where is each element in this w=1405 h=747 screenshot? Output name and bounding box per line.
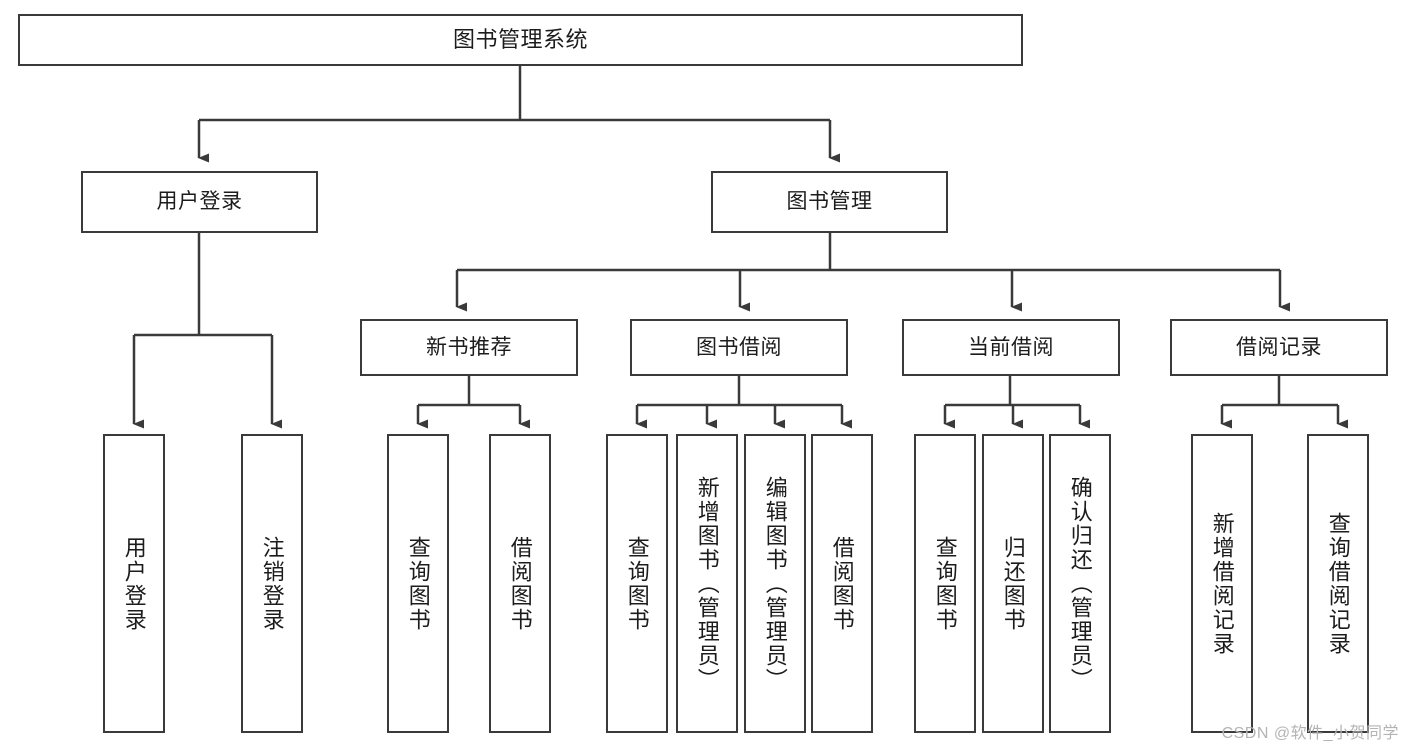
leaf-add-borrow-record[interactable]: 新增借阅记录 [1191, 434, 1253, 733]
leaf-query-book-current[interactable]: 查询图书 [914, 434, 976, 733]
node-label: 借阅图书 [507, 535, 533, 632]
node-label: 查询图书 [932, 535, 958, 632]
node-label: 归还图书 [1000, 535, 1026, 632]
node-label: 用户登录 [156, 190, 243, 214]
node-label: 图书借阅 [696, 335, 782, 359]
node-book-management[interactable]: 图书管理 [711, 171, 948, 233]
node-book-borrow[interactable]: 图书借阅 [630, 319, 848, 376]
node-label: 图书管理系统 [452, 26, 588, 52]
node-label: 编辑图书（管理员） [762, 475, 788, 692]
node-borrow-record[interactable]: 借阅记录 [1170, 319, 1388, 376]
node-label: 图书管理 [786, 190, 873, 214]
node-label: 借阅图书 [829, 535, 855, 632]
node-label: 新增借阅记录 [1209, 511, 1235, 656]
node-label: 新增图书（管理员） [694, 475, 720, 692]
leaf-borrow-book[interactable]: 借阅图书 [811, 434, 873, 733]
leaf-confirm-return-admin[interactable]: 确认归还（管理员） [1049, 434, 1111, 733]
leaf-edit-book-admin[interactable]: 编辑图书（管理员） [744, 434, 806, 733]
leaf-query-book-borrow[interactable]: 查询图书 [606, 434, 668, 733]
leaf-add-book-admin[interactable]: 新增图书（管理员） [676, 434, 738, 733]
node-label: 确认归还（管理员） [1067, 475, 1093, 692]
node-label: 查询图书 [405, 535, 431, 632]
node-label: 新书推荐 [426, 335, 512, 359]
node-label: 当前借阅 [968, 335, 1054, 359]
node-label: 用户登录 [121, 535, 147, 632]
leaf-query-book-newbook[interactable]: 查询图书 [387, 434, 449, 733]
node-label: 查询借阅记录 [1325, 511, 1351, 656]
node-label: 查询图书 [624, 535, 650, 632]
node-label: 借阅记录 [1236, 335, 1322, 359]
node-root-system[interactable]: 图书管理系统 [18, 14, 1023, 66]
leaf-query-borrow-record[interactable]: 查询借阅记录 [1307, 434, 1369, 733]
leaf-user-login[interactable]: 用户登录 [103, 434, 165, 733]
node-label: 注销登录 [259, 535, 285, 632]
leaf-borrow-book-newbook[interactable]: 借阅图书 [489, 434, 551, 733]
node-current-borrow[interactable]: 当前借阅 [902, 319, 1120, 376]
leaf-return-book[interactable]: 归还图书 [982, 434, 1044, 733]
node-new-book-recommend[interactable]: 新书推荐 [360, 319, 578, 376]
node-user-login[interactable]: 用户登录 [81, 171, 318, 233]
leaf-logout[interactable]: 注销登录 [241, 434, 303, 733]
